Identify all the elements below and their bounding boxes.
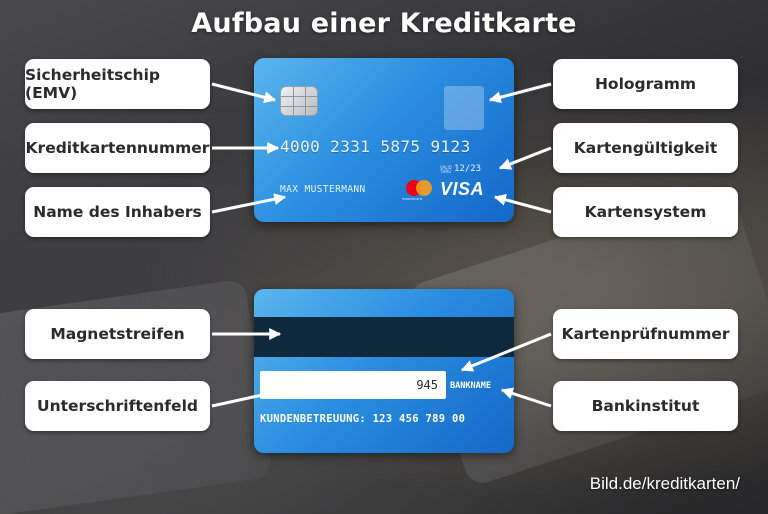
- mastercard-caption: mastercard: [402, 197, 422, 201]
- arrow-cvv: [460, 332, 552, 372]
- card-number: 4000 2331 5875 9123: [280, 137, 471, 156]
- label-hologram: Hologramm: [553, 59, 738, 109]
- cvv-number: 945: [416, 378, 438, 392]
- valid-thru-caption: VALID THRU: [440, 165, 452, 174]
- arrow-validity: [498, 146, 552, 170]
- signature-field: 945: [260, 371, 446, 399]
- magnetic-stripe: [254, 317, 514, 357]
- hologram-icon: [444, 86, 484, 130]
- arrow-hologram: [488, 82, 552, 104]
- arrow-chip: [211, 82, 277, 104]
- label-signature-field: Unterschriftenfeld: [25, 381, 210, 431]
- card-front: 4000 2331 5875 9123 VALID THRU 12/23 MAX…: [254, 58, 514, 222]
- label-holder-name: Name des Inhabers: [25, 187, 210, 237]
- label-card-system: Kartensystem: [553, 187, 738, 237]
- page-title: Aufbau einer Kreditkarte: [191, 8, 577, 39]
- bank-name: BANKNAME: [450, 381, 491, 391]
- label-chip: Sicherheitschip (EMV): [25, 59, 210, 109]
- label-magstripe: Magnetstreifen: [25, 309, 210, 359]
- arrow-holder-name: [211, 193, 287, 214]
- source-credit: Bild.de/kreditkarten/: [589, 474, 740, 493]
- emv-chip-icon: [280, 86, 318, 116]
- label-bank: Bankinstitut: [553, 381, 738, 431]
- expiry-date: 12/23: [454, 164, 482, 174]
- arrow-bank: [500, 387, 552, 408]
- mastercard-logo-icon: [406, 180, 432, 196]
- label-validity: Kartengültigkeit: [553, 123, 738, 173]
- holder-name: MAX MUSTERMANN: [280, 184, 366, 195]
- visa-logo: VISA: [440, 179, 485, 199]
- arrow-card-system: [493, 193, 552, 214]
- arrow-signature-field: [211, 386, 287, 408]
- service-hotline: KUNDENBETREUUNG: 123 456 789 00: [260, 413, 466, 425]
- label-cvv: Kartenprüfnummer: [553, 309, 738, 359]
- label-card-number: Kreditkartennummer: [25, 123, 210, 173]
